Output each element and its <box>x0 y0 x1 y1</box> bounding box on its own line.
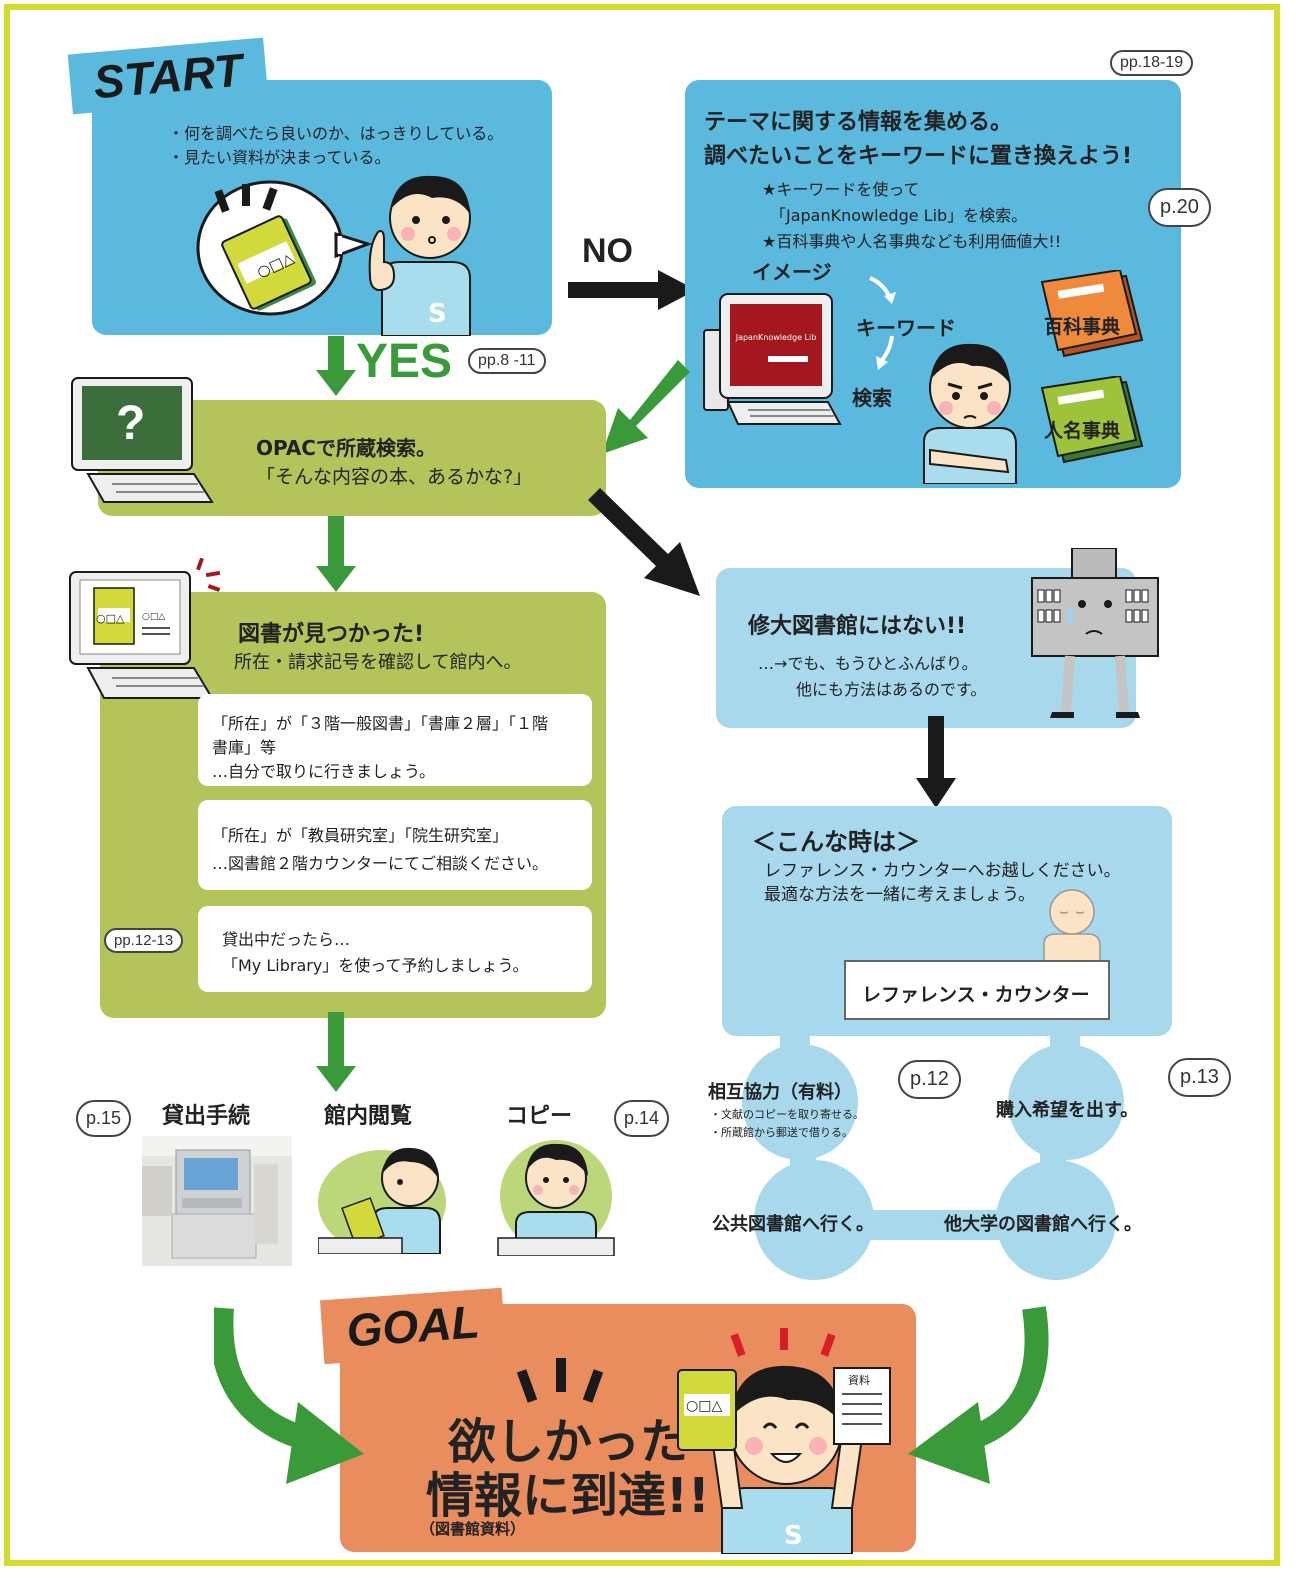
yes-label: YES <box>356 335 453 388</box>
svg-text:S: S <box>428 299 447 329</box>
no-label: NO <box>582 232 633 270</box>
reference-line-2: 最適な方法を一緒に考えましょう。 <box>764 885 1035 905</box>
theme-image-label: イメージ <box>752 260 832 284</box>
mutual-cooperation-label: 相互協力（有料） <box>708 1082 852 1103</box>
theme-flow-arrows <box>869 276 896 370</box>
opac-question-mark: ? <box>116 397 146 450</box>
start-line-2: ・見たい資料が決まっている。 <box>168 148 391 167</box>
found-subtitle: 所在・請求記号を確認して館内へ。 <box>234 652 522 673</box>
found-card-1 <box>198 694 592 786</box>
opac-to-found-arrow <box>316 516 356 592</box>
found-card-2-line-2: …図書館２階カウンターにてご相談ください。 <box>212 854 549 873</box>
found-card-3-page-ref: pp.12-13 <box>104 928 184 953</box>
sad-building-illustration <box>1031 548 1159 718</box>
found-screen-logo-2: ○□△ <box>142 612 166 622</box>
theme-star-1b: 「JapanKnowledge Lib」を検索。 <box>770 206 1028 225</box>
reference-counter-desk <box>844 960 1110 1020</box>
goal-boy-illustration: S <box>677 1328 891 1554</box>
found-to-actions-arrow <box>316 1012 356 1092</box>
computer-illustration: JapanKnowledge Lib <box>703 293 842 425</box>
opac-computer-illustration <box>71 377 214 503</box>
found-card-1-line-3: …自分で取りに行きましょう。 <box>212 762 436 781</box>
opac-title: OPACで所蔵検索。 <box>256 436 436 460</box>
options-network <box>742 1030 1124 1280</box>
self-checkout-machine-photo <box>142 1136 292 1266</box>
goal-emphasis-lines <box>516 1358 604 1403</box>
reference-line-1: レファレンス・カウンターへお越しください。 <box>764 861 1121 881</box>
reference-counter-label: レファレンス・カウンター <box>862 984 1090 1006</box>
purchase-request-page-ref: p.13 <box>1168 1058 1231 1097</box>
not-here-to-reference-arrow <box>916 716 956 808</box>
found-card-2 <box>198 800 592 890</box>
encyclopedia-book-illustration <box>1040 270 1144 358</box>
screen-text: JapanKnowledge Lib <box>735 333 817 342</box>
not-here-line-1: …→でも、もうひとふんばり。 <box>758 654 978 673</box>
librarian-illustration <box>1043 889 1101 964</box>
theme-page-ref-2: p.20 <box>1148 188 1211 227</box>
yes-page-ref: pp.8 -11 <box>468 348 546 374</box>
loan-label: 貸出手続 <box>162 1104 251 1129</box>
svg-text:S: S <box>784 1521 803 1551</box>
goal-book-logo: ○□△ <box>686 1398 723 1414</box>
theme-title-2: 調べたいことをキーワードに置き換えよう! <box>704 144 1133 169</box>
not-here-title: 修大図書館にはない!! <box>748 614 967 639</box>
theme-keyword-label: キーワード <box>856 316 956 340</box>
start-thought-bubble: ○□△ <box>196 180 373 316</box>
theme-star-2: ★百科事典や人名事典なども利用価値大!! <box>762 232 1062 251</box>
goal-left-curved-arrow <box>214 1307 364 1484</box>
copy-page-ref: p.14 <box>614 1100 670 1137</box>
goal-line-1: 欲しかった <box>448 1414 689 1470</box>
loan-page-ref: p.15 <box>76 1100 132 1137</box>
boy-pointing-illustration: S <box>368 175 471 336</box>
found-card-1-line-2: 書庫」等 <box>212 738 277 757</box>
found-card-1-line-1: 「所在」が「３階一般図書」「書庫２層」「１階 <box>212 714 549 733</box>
goal-line-2: 情報に到達!! <box>426 1468 710 1524</box>
goal-subtitle: （図書館資料） <box>420 1520 526 1538</box>
found-card-2-line-1: 「所在」が「教員研究室」「院生研究室」 <box>212 826 509 845</box>
theme-star-1: ★キーワードを使って <box>762 180 920 199</box>
theme-title-1: テーマに関する情報を集める。 <box>704 110 1013 135</box>
other-university-library-label: 他大学の図書館へ行く。 <box>944 1214 1142 1235</box>
found-card-3-line-2: 「My Library」を使って予約しましょう。 <box>222 956 529 975</box>
reference-title: ＜こんな時は＞ <box>752 828 920 856</box>
yes-arrow <box>316 336 356 396</box>
theme-to-opac-arrow <box>602 360 690 454</box>
mutual-cooperation-sub-2: ・所蔵館から郵送で借りる。 <box>710 1126 853 1139</box>
start-line-1: ・何を調べたら良いのか、はっきりしている。 <box>168 124 504 143</box>
found-computer-illustration <box>69 558 221 699</box>
goal-document-label: 資料 <box>848 1374 870 1387</box>
copy-label: コピー <box>506 1104 573 1129</box>
theme-search-label: 検索 <box>852 386 892 410</box>
theme-page-ref: pp.18-19 <box>1110 50 1194 76</box>
found-card-3-line-1: 貸出中だったら… <box>222 930 351 949</box>
read-label: 館内閲覧 <box>324 1104 413 1129</box>
found-card-3 <box>198 906 592 992</box>
encyclopedia-label: 百科事典 <box>1044 316 1121 338</box>
copy-boy-illustration <box>497 1140 615 1256</box>
biographical-dictionary-label: 人名事典 <box>1044 420 1121 442</box>
opac-to-not-here-arrow <box>588 488 700 596</box>
biographical-dictionary-illustration <box>1040 376 1144 464</box>
page-frame <box>4 4 1280 1566</box>
found-title: 図書が見つかった! <box>238 622 425 647</box>
reading-boy-illustration <box>318 1147 446 1254</box>
purchase-request-label: 購入希望を出す。 <box>996 1100 1139 1121</box>
boy-thinking-illustration <box>923 343 1017 484</box>
not-here-line-2: 他にも方法はあるのです。 <box>796 680 987 699</box>
public-library-label: 公共図書館へ行く。 <box>712 1214 874 1235</box>
no-arrow <box>568 270 696 310</box>
found-screen-logo: ○□△ <box>96 612 125 625</box>
mutual-cooperation-sub-1: ・文献のコピーを取り寄せる。 <box>710 1108 864 1121</box>
goal-right-curved-arrow <box>908 1306 1049 1484</box>
opac-subtitle: 「そんな内容の本、あるかな?」 <box>256 466 533 488</box>
mutual-cooperation-page-ref: p.12 <box>898 1060 961 1099</box>
